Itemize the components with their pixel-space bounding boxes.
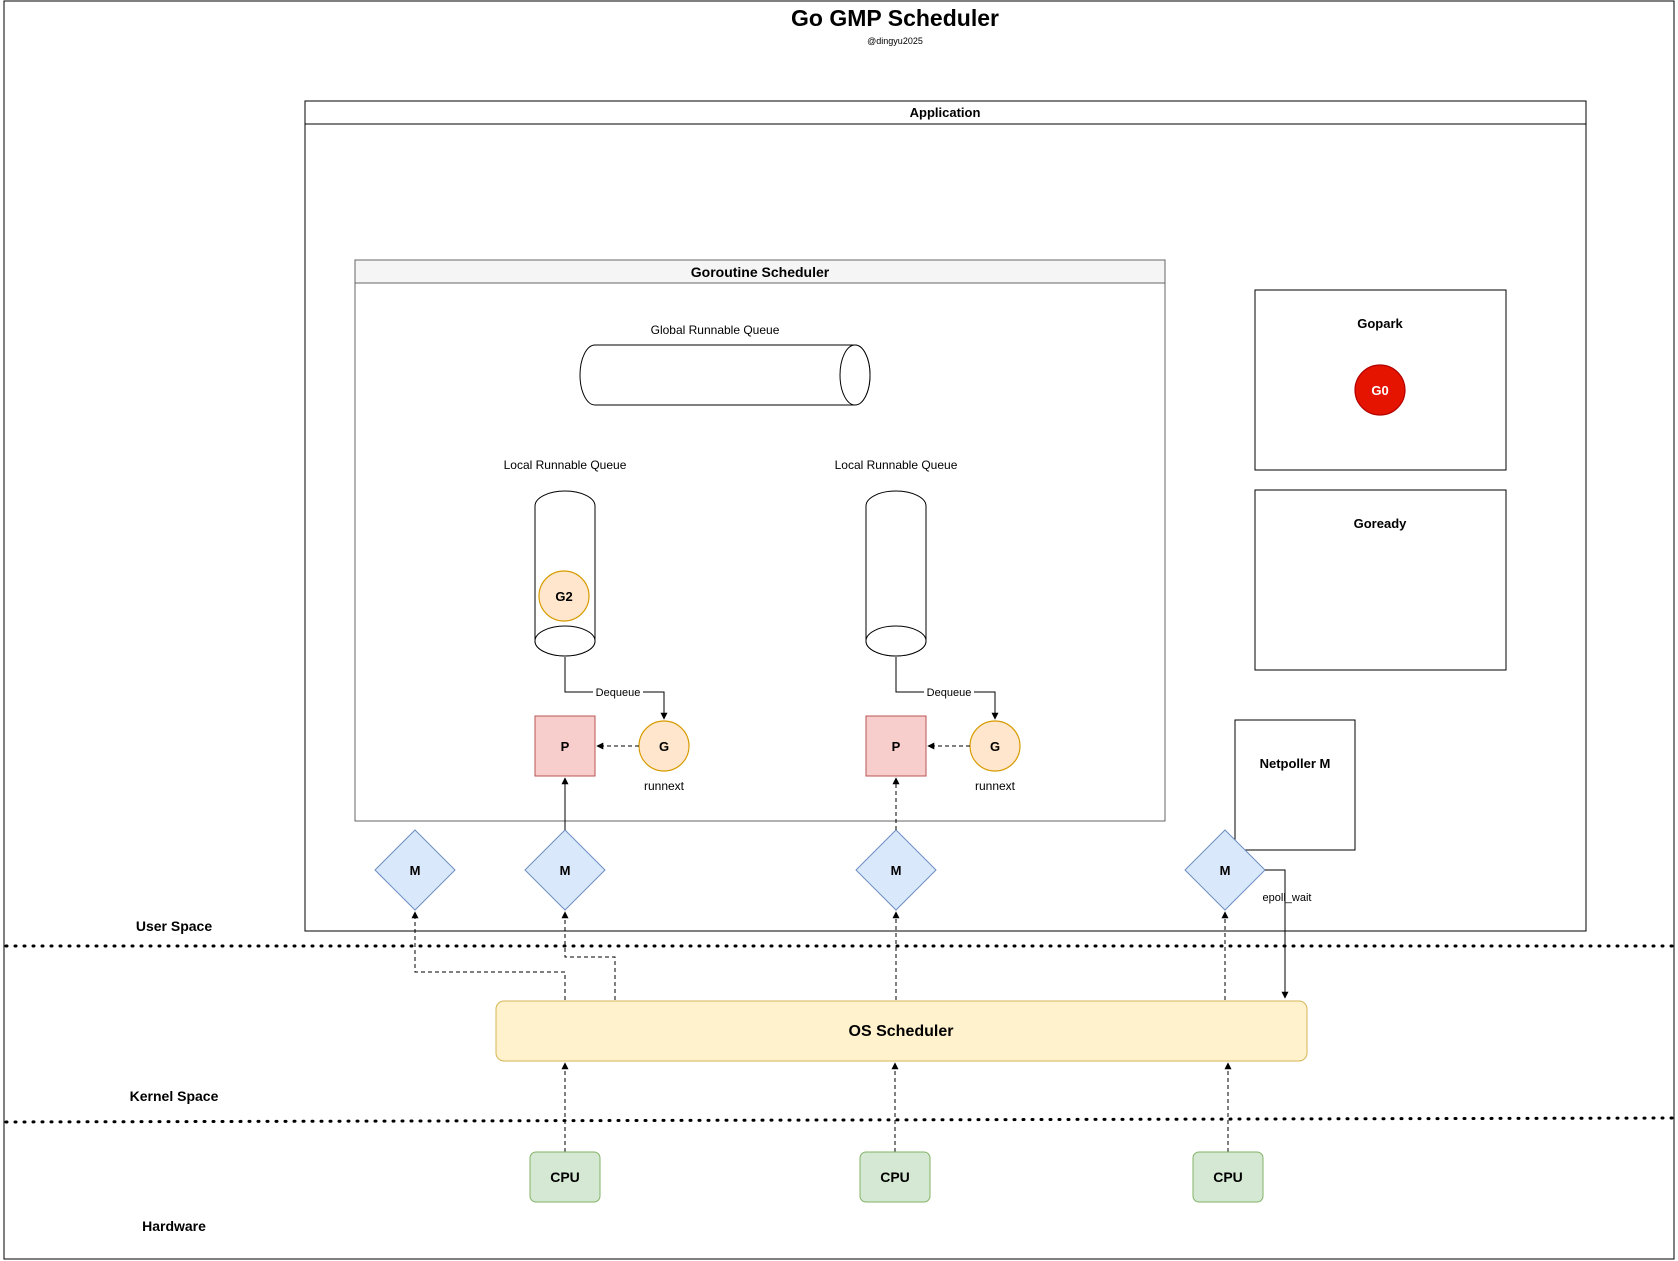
g2-goroutine: G2: [538, 570, 590, 622]
netpoller-box: Netpoller M: [1234, 719, 1356, 851]
global-runnable-queue: [579, 344, 871, 406]
machine-m-1: M: [374, 829, 456, 911]
cpu-2: CPU: [859, 1151, 931, 1203]
machine-m-4: M: [1184, 829, 1266, 911]
kernel-hardware-separator: [4, 1116, 1676, 1124]
cpu-label-2: CPU: [880, 1169, 910, 1185]
m-label-3: M: [891, 863, 902, 878]
runnext-label-1: runnext: [644, 779, 685, 793]
processor-p-1: P: [534, 715, 596, 777]
g0-goroutine: G0: [1354, 364, 1406, 416]
dequeue-label-2: Dequeue: [927, 687, 972, 699]
m-label-1: M: [410, 863, 421, 878]
processor-p-2: P: [865, 715, 927, 777]
os-to-m1-edge: [411, 911, 566, 1000]
runnext-goroutine-2: G: [969, 720, 1021, 772]
goready-label: Goready: [1354, 516, 1408, 531]
cpu-3: CPU: [1192, 1151, 1264, 1203]
cpu-label-3: CPU: [1213, 1169, 1243, 1185]
p-label-2: P: [892, 739, 901, 754]
cpu-label-1: CPU: [550, 1169, 580, 1185]
diagram-title: Go GMP Scheduler: [791, 5, 999, 31]
dequeue-label-1: Dequeue: [596, 687, 641, 699]
runnext-goroutine-1: G: [638, 720, 690, 772]
m-label-2: M: [560, 863, 571, 878]
local-queue-label-2: Local Runnable Queue: [835, 458, 958, 472]
diagram-subtitle: @dingyu2025: [867, 36, 923, 46]
gopark-label: Gopark: [1357, 316, 1403, 331]
hardware-label: Hardware: [142, 1218, 206, 1234]
machine-m-2: M: [524, 829, 606, 911]
global-queue-label: Global Runnable Queue: [651, 323, 780, 337]
epoll-wait-edge: [1265, 869, 1289, 999]
user-space-label: User Space: [136, 918, 212, 934]
goready-box: Goready: [1254, 489, 1507, 671]
g-label-1: G: [659, 739, 669, 754]
os-scheduler-box: OS Scheduler: [495, 1000, 1308, 1062]
g-label-2: G: [990, 739, 1000, 754]
g2-label: G2: [555, 589, 572, 604]
m-label-4: M: [1220, 863, 1231, 878]
machine-m-3: M: [855, 829, 937, 911]
p-label-1: P: [561, 739, 570, 754]
epoll-wait-label: epoll_wait: [1263, 892, 1312, 904]
os-to-m2-edge: [561, 911, 616, 1000]
runnext-label-2: runnext: [975, 779, 1016, 793]
os-scheduler-label: OS Scheduler: [849, 1023, 954, 1040]
g0-label: G0: [1371, 383, 1388, 398]
kernel-space-label: Kernel Space: [130, 1088, 219, 1104]
local-runnable-queue-2: [865, 490, 927, 657]
goroutine-scheduler-container: Goroutine Scheduler: [354, 259, 1166, 822]
netpoller-label: Netpoller M: [1260, 756, 1331, 771]
local-queue-label-1: Local Runnable Queue: [504, 458, 627, 472]
cpu-1: CPU: [529, 1151, 601, 1203]
goroutine-scheduler-label: Goroutine Scheduler: [691, 264, 830, 280]
application-label: Application: [910, 105, 981, 120]
